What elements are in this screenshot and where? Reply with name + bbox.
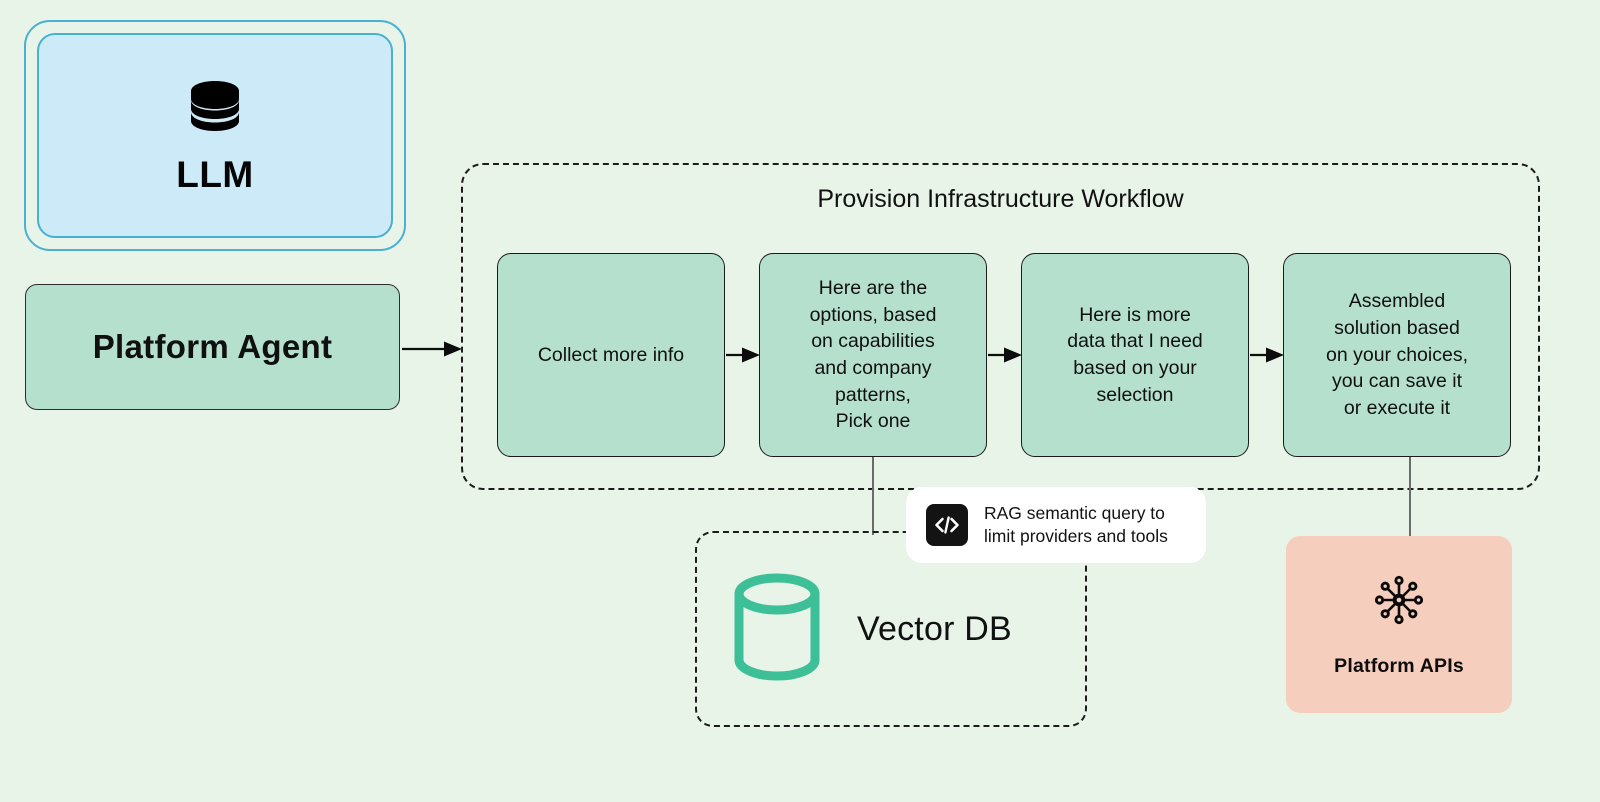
workflow-step-assembled-solution[interactable]: Assembled solution based on your choices…: [1283, 253, 1511, 457]
connector-step3-to-step4-arrow: [1250, 345, 1286, 365]
rag-callout-text: RAG semantic query to limit providers an…: [984, 502, 1168, 546]
rag-semantic-query-callout: RAG semantic query to limit providers an…: [906, 487, 1206, 563]
workflow-title: Provision Infrastructure Workflow: [817, 185, 1184, 213]
connector-step2-to-step3-arrow: [988, 345, 1024, 365]
platform-agent-card[interactable]: Platform Agent: [25, 284, 400, 410]
llm-card: LLM: [37, 33, 393, 238]
llm-card-outer-frame: LLM: [24, 20, 406, 251]
llm-label: LLM: [176, 153, 254, 195]
connector-step2-to-vector-db-line: [872, 457, 875, 535]
connector-step1-to-step2-arrow: [726, 345, 762, 365]
database-icon: [188, 79, 242, 142]
connector-step4-to-platform-apis-line: [1409, 457, 1412, 537]
workflow-step-collect-more-info[interactable]: Collect more info: [497, 253, 725, 457]
code-brackets-icon: [926, 504, 968, 546]
workflow-step-label: Here are the options, based on capabilit…: [809, 276, 937, 433]
vector-db-label: Vector DB: [857, 609, 1012, 648]
vector-db-group: Vector DB: [695, 531, 1087, 727]
platform-agent-label: Platform Agent: [92, 328, 333, 365]
cylinder-database-icon: [731, 572, 823, 687]
workflow-step-label: Assembled solution based on your choices…: [1326, 290, 1468, 420]
workflow-step-present-options[interactable]: Here are the options, based on capabilit…: [759, 253, 987, 457]
platform-apis-label: Platform APIs: [1334, 654, 1464, 677]
workflow-step-request-more-data[interactable]: Here is more data that I need based on y…: [1021, 253, 1249, 457]
connector-agent-to-workflow-arrow: [402, 338, 464, 360]
api-hub-spokes-icon: [1371, 572, 1427, 633]
workflow-step-label: Collect more info: [537, 343, 685, 366]
platform-apis-card[interactable]: Platform APIs: [1286, 536, 1512, 713]
workflow-step-label: Here is more data that I need based on y…: [1067, 303, 1203, 406]
